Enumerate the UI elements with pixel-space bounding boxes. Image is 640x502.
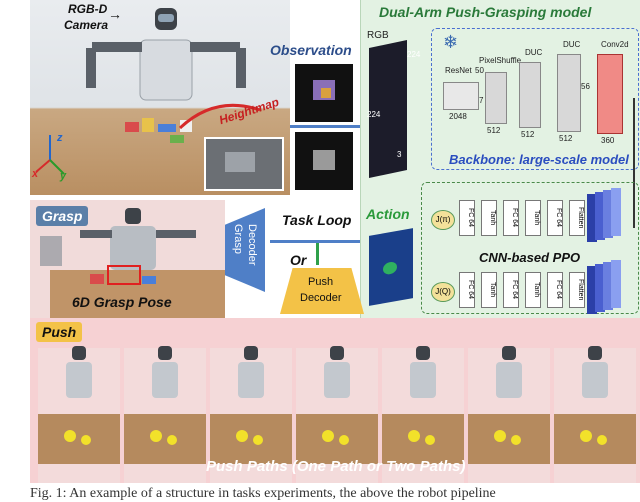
block-conv2d: [597, 54, 623, 134]
dim-7: 7: [479, 96, 483, 105]
figure-caption: Fig. 1: An example of a structure in tas…: [30, 486, 496, 502]
block-4-name: DUC: [563, 40, 580, 49]
block-2-name: PixelShuffle: [479, 56, 521, 65]
value-conv-stack: [587, 260, 623, 316]
model-title: Dual-Arm Push-Grasping model: [379, 4, 591, 20]
observation-rgb-image: [295, 64, 353, 122]
push-decoder-line2: Decoder: [300, 292, 342, 304]
camera-arrow-icon: →: [108, 6, 122, 22]
push-frame-7: [554, 346, 636, 483]
policy-tanh-1: Tanh: [481, 200, 497, 236]
block-pixelshuffle: [485, 72, 507, 124]
value-fc64-3: FC 64: [547, 272, 563, 308]
push-panel: Push Push Paths (One Path or Two Paths): [30, 318, 640, 483]
push-tag: Push: [36, 322, 82, 342]
block-5-channels: 360: [601, 136, 614, 145]
grasp-decoder: [225, 208, 265, 292]
push-decoder: [280, 268, 364, 314]
axis-y-label: y: [60, 170, 66, 182]
grasp-decoder-line2: Decoder: [246, 224, 258, 266]
backbone-label: Backbone: large-scale model: [449, 152, 629, 167]
block-1-sub: 50: [475, 66, 484, 75]
policy-flatten: Flatten: [569, 200, 585, 236]
ppo-label: CNN-based PPO: [479, 250, 580, 265]
task-loop-arrow-down: [316, 243, 319, 265]
block-duc-2: [557, 54, 581, 132]
block-5-name: Conv2d: [601, 40, 629, 49]
task-loop-arrow-left: [270, 240, 360, 243]
observation-label: Observation: [270, 42, 352, 58]
block-1-channels: 2048: [449, 112, 467, 121]
camera-label-line1: RGB-D: [68, 2, 107, 16]
policy-conv-stack: [587, 188, 623, 244]
policy-fc64-3: FC 64: [547, 200, 563, 236]
value-fc64-1: FC 64: [459, 272, 475, 308]
value-tanh-2: Tanh: [525, 272, 541, 308]
action-label: Action: [366, 206, 410, 222]
task-loop-label: Task Loop: [282, 212, 352, 228]
policy-output-node: J(π): [431, 210, 455, 230]
grasp-panel: Grasp 6D Grasp Pose: [30, 200, 225, 318]
block-2-channels: 512: [487, 126, 500, 135]
dim-3: 3: [397, 150, 401, 159]
dim-224-side: 224: [367, 110, 380, 119]
grasp-decoder-line1: Grasp: [232, 224, 244, 254]
push-frame-6: [468, 346, 550, 483]
axis-z-label: z: [57, 132, 63, 144]
block-4-channels: 512: [559, 134, 572, 143]
block-3-channels: 512: [521, 130, 534, 139]
grasp-pose-label: 6D Grasp Pose: [72, 294, 172, 310]
snowflake-icon: ❄: [443, 32, 458, 53]
dim-224-top: 224: [407, 50, 420, 59]
model-panel: Dual-Arm Push-Grasping model RGB 224 224…: [360, 0, 640, 318]
observation-heightmap-image: [295, 132, 353, 190]
axis-x-label: x: [32, 168, 38, 180]
push-frame-1: [38, 346, 120, 483]
camera-label-line2: Camera: [64, 18, 108, 32]
action-map-stack: [369, 228, 413, 306]
policy-tanh-2: Tanh: [525, 200, 541, 236]
value-flatten: Flatten: [569, 272, 585, 308]
policy-fc64-2: FC 64: [503, 200, 519, 236]
grasp-tag: Grasp: [36, 206, 88, 226]
push-paths-label: Push Paths (One Path or Two Paths): [206, 458, 465, 475]
robot-torso: [140, 40, 192, 100]
value-output-node: J(Q): [431, 282, 455, 302]
value-fc64-2: FC 64: [503, 272, 519, 308]
block-resnet: [443, 82, 479, 110]
push-decoder-line1: Push: [308, 276, 333, 288]
rgb-label: RGB: [367, 30, 389, 41]
push-frame-2: [124, 346, 206, 483]
policy-fc64-1: FC 64: [459, 200, 475, 236]
block-1-name: ResNet: [445, 66, 472, 75]
block-3-name: DUC: [525, 48, 542, 57]
or-label: Or: [290, 252, 306, 268]
observation-arrow: [290, 125, 360, 128]
robot-scene-photo: RGB-D Camera → Heightmap z x y: [30, 0, 290, 195]
block-duc-1: [519, 62, 541, 128]
dim-56: 56: [581, 82, 590, 91]
value-tanh-1: Tanh: [481, 272, 497, 308]
